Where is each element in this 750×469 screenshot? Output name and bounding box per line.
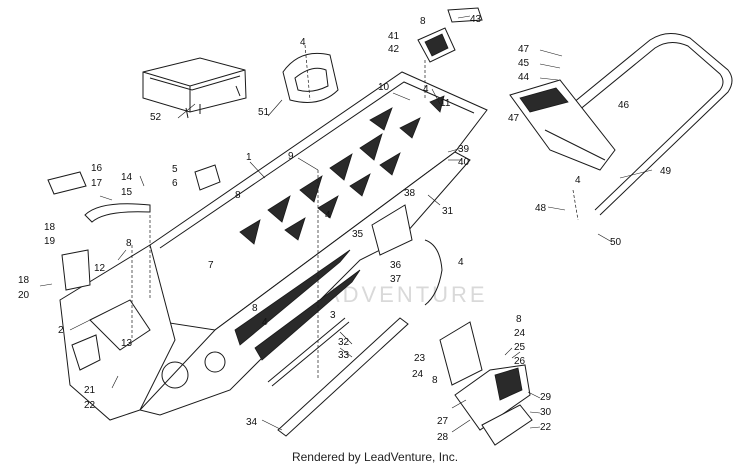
callout-18a: 18 (44, 222, 56, 233)
callout-30: 30 (540, 407, 552, 418)
callout-16: 16 (91, 163, 103, 174)
callout-37: 37 (390, 274, 402, 285)
callout-46: 46 (618, 100, 630, 111)
callout-36: 36 (390, 260, 402, 271)
callout-2: 2 (58, 325, 64, 336)
rear-flap (509, 79, 616, 171)
callout-40: 40 (458, 157, 470, 168)
callout-18b: 18 (18, 275, 30, 286)
callout-47b: 47 (508, 113, 520, 124)
callout-52: 52 (150, 112, 162, 123)
rear-bumper (539, 33, 733, 216)
callout-3: 3 (330, 310, 336, 321)
callout-4c: 4 (325, 210, 331, 221)
callout-42: 42 (388, 44, 400, 55)
callout-39: 39 (458, 144, 470, 155)
callout-50: 50 (610, 237, 622, 248)
callout-8a: 8 (420, 16, 426, 27)
callout-7: 7 (208, 260, 214, 271)
callout-51: 51 (258, 107, 270, 118)
callout-8d: 8 (252, 303, 258, 314)
callout-8f: 8 (432, 375, 438, 386)
callout-45: 45 (518, 58, 530, 69)
callout-12: 12 (94, 263, 106, 274)
callout-35: 35 (352, 229, 364, 240)
callout-47a: 47 (518, 44, 530, 55)
callout-10: 10 (378, 82, 390, 93)
callout-26: 26 (514, 356, 526, 367)
callout-8e: 8 (516, 314, 522, 325)
callout-49: 49 (660, 166, 672, 177)
callout-4d: 4 (262, 317, 268, 328)
callout-23: 23 (414, 353, 426, 364)
callout-8b: 8 (235, 190, 241, 201)
running-board (371, 204, 443, 306)
callout-22b: 22 (540, 422, 552, 433)
callout-25: 25 (514, 342, 526, 353)
callout-13: 13 (121, 338, 133, 349)
callout-34: 34 (246, 417, 258, 428)
callout-8c: 8 (126, 238, 132, 249)
callout-11: 11 (440, 98, 451, 109)
storage-pad (282, 52, 339, 103)
callout-19: 19 (44, 236, 56, 247)
callout-1: 1 (246, 152, 252, 163)
callout-9: 9 (288, 151, 294, 162)
footrest-assembly (439, 321, 533, 446)
callout-17: 17 (91, 178, 103, 189)
tail-light (417, 7, 483, 63)
callout-22a: 22 (84, 400, 96, 411)
leader-lines (39, 15, 653, 433)
seat-bag (142, 57, 247, 119)
callout-28: 28 (437, 432, 449, 443)
callout-20: 20 (18, 290, 30, 301)
callout-14: 14 (121, 172, 133, 183)
callout-15: 15 (121, 187, 133, 198)
callout-44: 44 (518, 72, 530, 83)
cross-bar (267, 317, 409, 437)
callout-21: 21 (84, 385, 96, 396)
callout-29: 29 (540, 392, 552, 403)
callout-5: 5 (172, 164, 178, 175)
callout-31: 31 (442, 206, 454, 217)
callout-27: 27 (437, 416, 449, 427)
callout-38: 38 (404, 188, 416, 199)
callout-48: 48 (535, 203, 547, 214)
callout-4b: 4 (423, 84, 429, 95)
callout-6: 6 (172, 178, 178, 189)
callout-32: 32 (338, 337, 350, 348)
tunnel (149, 71, 488, 331)
callout-43: 43 (470, 14, 482, 25)
callout-4f: 4 (575, 175, 581, 186)
callout-4e: 4 (458, 257, 464, 268)
callout-24a: 24 (514, 328, 526, 339)
callout-24b: 24 (412, 369, 424, 380)
callout-33: 33 (338, 350, 350, 361)
render-credit: Rendered by LeadVenture, Inc. (291, 450, 459, 464)
callout-labels: 1 2 3 4 4 4 4 4 4 5 6 7 8 8 8 8 8 8 9 10… (18, 14, 672, 443)
front-brackets (47, 164, 221, 291)
callout-41: 41 (388, 31, 400, 42)
callout-4a: 4 (300, 37, 306, 48)
